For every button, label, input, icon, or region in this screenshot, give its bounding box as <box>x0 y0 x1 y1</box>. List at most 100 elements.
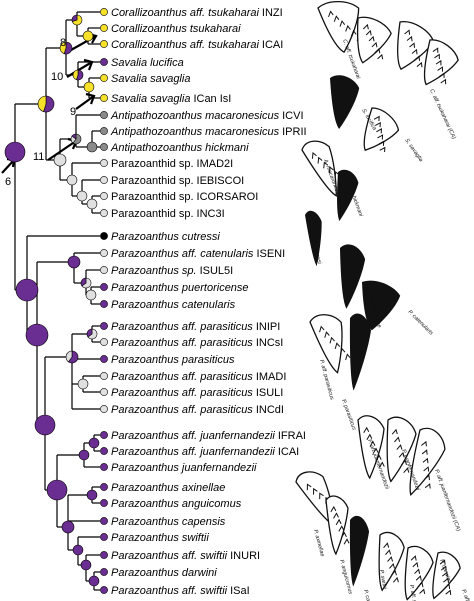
node-pie-n_par3 <box>86 328 98 340</box>
taxon-epithet: savaglia <box>150 73 190 85</box>
tip-marker <box>100 431 108 439</box>
silhouette-label: P. aff. swiftii (Sa) <box>460 589 474 601</box>
node-pie-n_11 <box>53 153 67 167</box>
node-pie-n_par2 <box>77 378 89 390</box>
arrow-node-11 <box>47 140 77 161</box>
colony-silhouette-15 <box>409 427 446 497</box>
node-pie-n_sw <box>72 544 84 556</box>
taxon-genus: Parazoanthus <box>111 550 179 562</box>
colony-silhouette-12 <box>349 313 371 391</box>
taxon-epithet: sp. <box>179 158 194 170</box>
tip-marker <box>100 551 108 559</box>
taxon-genus: Parazoanthus <box>111 532 179 544</box>
taxon-epithet: aff. parasiticus <box>182 387 253 399</box>
taxon-epithet: catenularis <box>182 299 236 311</box>
taxon-genus: Parazoanthus <box>111 585 179 597</box>
colony-silhouette-10 <box>362 280 401 331</box>
silhouette-label: P. cutressi <box>310 239 322 265</box>
colony-silhouette-6 <box>301 140 346 197</box>
taxon-epithet: aff. catenularis <box>182 248 254 260</box>
tip-marker <box>100 232 108 240</box>
tip-marker <box>100 586 108 594</box>
node-pie-n_pzd3 <box>86 198 98 210</box>
taxon-code: ICORSAROI <box>197 191 259 203</box>
node-pie-n_jsw <box>46 479 68 501</box>
taxon-code: ICAI <box>262 39 283 51</box>
taxon-genus: Parazoanthus <box>111 371 179 383</box>
taxon-epithet: aff. swiftii <box>182 585 228 597</box>
taxon-genus: Corallizoanthus <box>111 39 187 51</box>
taxon-epithet: puertoricense <box>181 282 249 294</box>
taxon-epithet: sp. <box>179 175 194 187</box>
taxon-genus: Parazoanthus <box>111 446 179 458</box>
colony-silhouette-19 <box>378 531 405 592</box>
arrow-node-6 <box>1 159 15 174</box>
tip-marker <box>100 533 108 541</box>
node-number-labels: 8 10 9 11 6 <box>5 37 76 188</box>
tip-marker <box>100 8 108 16</box>
node-pie-n_cat <box>67 255 81 269</box>
taxon-epithet: aff. parasiticus <box>182 371 253 383</box>
taxon-epithet: anguicomus <box>182 498 242 510</box>
tip-marker <box>100 517 108 525</box>
arrow-node-10-head <box>83 58 94 71</box>
colony-silhouette-11 <box>309 314 351 374</box>
taxon-genus: Corallizoanthus <box>111 7 187 19</box>
tip-marker <box>100 266 108 274</box>
node-pie-n_cor <box>71 14 83 26</box>
taxon-genus: Parazoanthus <box>111 265 179 277</box>
taxon-epithet: swiftii <box>182 532 209 544</box>
taxon-code: ICan IsI <box>193 93 231 105</box>
colony-silhouette-21 <box>432 551 461 600</box>
taxon-epithet: axinellae <box>182 482 225 494</box>
tip-marker <box>100 176 108 184</box>
taxon-epithet: aff. parasiticus <box>182 404 253 416</box>
taxon-code: IMAD2I <box>197 158 234 170</box>
taxon-epithet: sp. <box>179 191 194 203</box>
tip-marker <box>100 338 108 346</box>
taxon-epithet: cutressi <box>182 231 220 243</box>
tip-marker <box>100 372 108 380</box>
taxon-code: INC3I <box>197 208 225 220</box>
tip-marker <box>100 283 108 291</box>
node-label-8: 8 <box>60 37 66 49</box>
colony-silhouette-2 <box>397 21 435 71</box>
node-pie-n_anti2 <box>86 141 98 153</box>
node-pie-n_cor1 <box>82 30 94 42</box>
silhouette-label: C. aff. tsukaharai (CA) <box>428 88 457 140</box>
node-pie-n_sav <box>72 69 84 81</box>
taxon-genus: Parazoanthid <box>111 175 176 187</box>
taxon-code: IEBISCOI <box>197 175 245 187</box>
node-pie-n_pcj <box>25 323 49 347</box>
taxon-epithet: tsukaharai <box>190 23 241 35</box>
tip-marker <box>100 159 108 167</box>
taxon-genus: Parazoanthus <box>111 321 179 333</box>
taxon-code: INZI <box>262 7 283 19</box>
tip-marker <box>100 568 108 576</box>
taxon-code: ICVI <box>282 110 303 122</box>
taxon-genus: Parazoanthus <box>111 498 179 510</box>
taxon-genus: Parazoanthus <box>111 462 179 474</box>
tip-marker <box>100 94 108 102</box>
node-pie-n_pzd <box>66 174 78 186</box>
taxon-genus: Parazoanthus <box>111 248 179 260</box>
taxon-genus: Parazoanthus <box>111 354 179 366</box>
silhouette-label: P. parasiticus <box>340 399 357 432</box>
colony-silhouette-13 <box>357 415 385 480</box>
node-pie-n_sw3 <box>88 575 100 587</box>
taxon-genus: Parazoanthus <box>111 299 179 311</box>
silhouette-label: P. axinellae <box>312 529 325 557</box>
